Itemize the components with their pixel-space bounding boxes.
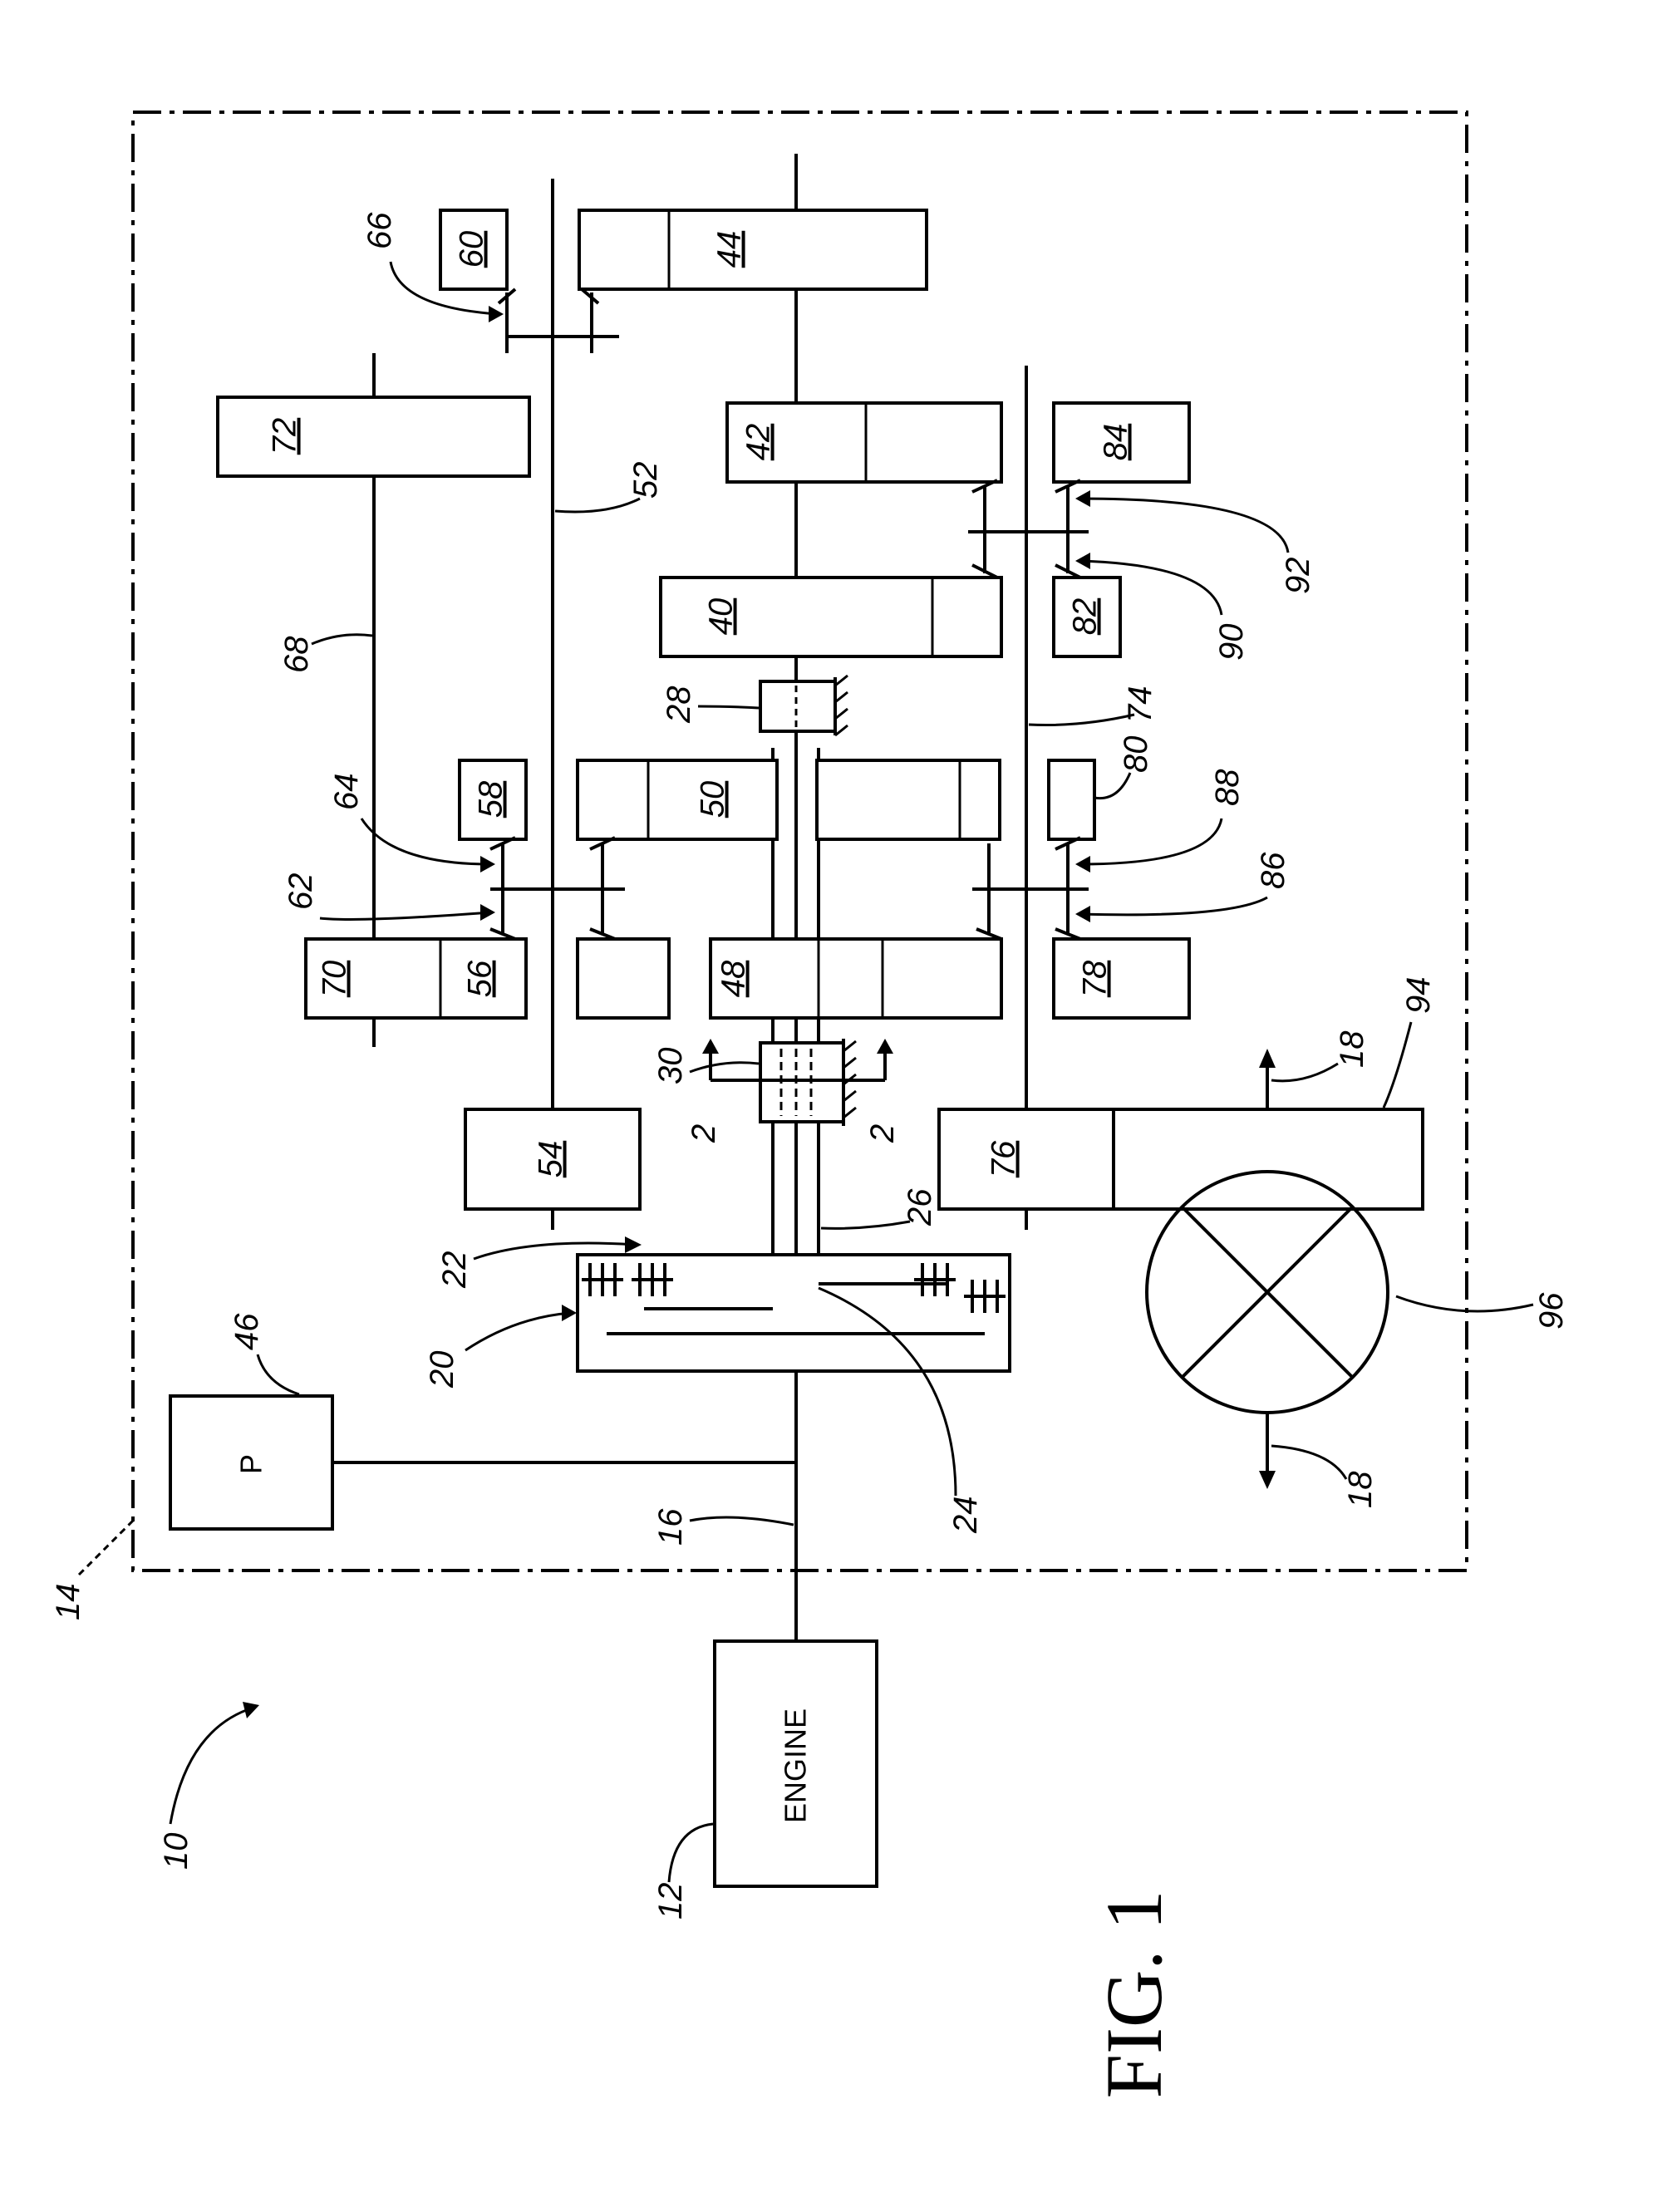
ref-24: 24 xyxy=(947,1497,984,1535)
gear-48-upper xyxy=(578,939,669,1018)
section-arrowhead-left xyxy=(702,1039,719,1054)
gear-48 xyxy=(711,939,1001,1018)
ref-68: 68 xyxy=(278,636,315,673)
gear-78-label: 78 xyxy=(1077,960,1114,997)
ref-86: 86 xyxy=(1255,852,1291,889)
gear-44 xyxy=(579,210,927,289)
ref-88: 88 xyxy=(1209,769,1246,806)
ref-96: 96 xyxy=(1533,1292,1570,1330)
ref-18-upper: 18 xyxy=(1334,1030,1370,1068)
leader-10 xyxy=(170,1708,253,1824)
figure-caption: FIG. 1 xyxy=(1089,1890,1178,2099)
leader-66-head xyxy=(489,306,504,322)
ref-22: 22 xyxy=(436,1251,473,1290)
gear-60-label: 60 xyxy=(454,231,490,268)
leader-68 xyxy=(312,635,372,644)
leader-22-head xyxy=(625,1236,642,1253)
leader-62-head xyxy=(480,904,495,921)
gear-78 xyxy=(1054,939,1189,1018)
gear-50-label: 50 xyxy=(695,781,731,818)
ref-10: 10 xyxy=(158,1833,194,1870)
brake-28 xyxy=(760,681,835,731)
ref-52: 52 xyxy=(627,462,664,499)
leader-52 xyxy=(555,499,640,512)
ref-16: 16 xyxy=(652,1508,689,1546)
leader-92-head xyxy=(1075,490,1090,507)
gear-44-label: 44 xyxy=(711,231,748,268)
leader-86-head xyxy=(1075,906,1090,922)
section-mark-left: 2 xyxy=(686,1124,722,1143)
ring-gear-94 xyxy=(1114,1109,1423,1209)
gear-50-lower xyxy=(817,760,1000,839)
output-18-lower-head xyxy=(1259,1471,1276,1489)
leader-62 xyxy=(320,912,490,919)
ref-64: 64 xyxy=(328,774,365,811)
gear-58-label: 58 xyxy=(473,780,509,818)
gear-80 xyxy=(1049,760,1094,839)
leader-20-head xyxy=(562,1305,577,1321)
gear-50 xyxy=(578,760,777,839)
leader-14 xyxy=(79,1521,133,1575)
ref-62: 62 xyxy=(283,873,319,911)
leader-18-lower xyxy=(1271,1446,1346,1479)
gear-56-label: 56 xyxy=(462,960,499,997)
leader-64-head xyxy=(480,856,495,873)
pump-label: P xyxy=(234,1454,268,1474)
gear-76-label: 76 xyxy=(986,1140,1022,1177)
engine-label: ENGINE xyxy=(779,1708,813,1823)
gear-72 xyxy=(218,397,529,476)
gear-80-label: 80 xyxy=(1118,736,1154,774)
ref-28: 28 xyxy=(661,686,697,724)
ref-20: 20 xyxy=(424,1351,460,1389)
ref-92: 92 xyxy=(1280,558,1316,595)
leader-90-head xyxy=(1075,553,1090,569)
leader-18-upper xyxy=(1271,1064,1338,1081)
leader-26 xyxy=(821,1222,910,1228)
ref-94: 94 xyxy=(1400,977,1437,1015)
leader-86 xyxy=(1080,897,1267,915)
gear-70-label: 70 xyxy=(317,961,353,998)
leader-20 xyxy=(465,1313,572,1350)
ref-26: 26 xyxy=(902,1188,938,1226)
leader-10-head xyxy=(243,1702,259,1718)
leader-16 xyxy=(690,1517,794,1525)
gear-54-label: 54 xyxy=(533,1141,569,1178)
leader-94 xyxy=(1384,1022,1411,1108)
leader-88 xyxy=(1080,818,1222,864)
section-mark-right: 2 xyxy=(864,1124,901,1143)
brakes: 2 2 xyxy=(686,676,901,1143)
gear-72-label: 72 xyxy=(267,418,303,455)
leader-46 xyxy=(258,1354,299,1394)
section-arrowhead-right xyxy=(877,1039,893,1054)
ref-12: 12 xyxy=(652,1883,689,1920)
ref-46: 46 xyxy=(229,1313,265,1350)
brake-30 xyxy=(760,1043,843,1122)
leader-96 xyxy=(1396,1296,1533,1311)
leader-28 xyxy=(698,706,759,708)
ref-18-lower: 18 xyxy=(1342,1471,1379,1508)
gear-48-label: 48 xyxy=(715,960,752,997)
gear-42-label: 42 xyxy=(740,424,777,461)
leader-88-head xyxy=(1075,856,1090,873)
brake-28-hatch xyxy=(835,676,848,735)
leader-74 xyxy=(1029,715,1134,725)
gear-84-label: 84 xyxy=(1098,424,1134,461)
ref-30: 30 xyxy=(652,1048,689,1085)
ref-90: 90 xyxy=(1213,624,1250,661)
gear-40-label: 40 xyxy=(703,598,740,636)
ref-66: 66 xyxy=(361,212,398,249)
leader-30 xyxy=(690,1063,759,1072)
clutch-housing xyxy=(578,1255,1010,1371)
ref-14: 14 xyxy=(50,1584,86,1621)
clutch-assembly xyxy=(578,1255,1010,1371)
leader-92 xyxy=(1080,499,1288,553)
gear-80-leader xyxy=(1094,773,1130,799)
leader-12 xyxy=(669,1824,713,1882)
gear-76 xyxy=(939,1109,1114,1209)
gear-82-label: 82 xyxy=(1067,598,1104,636)
shafts xyxy=(332,154,1026,1662)
output-18-upper-head xyxy=(1259,1049,1276,1068)
